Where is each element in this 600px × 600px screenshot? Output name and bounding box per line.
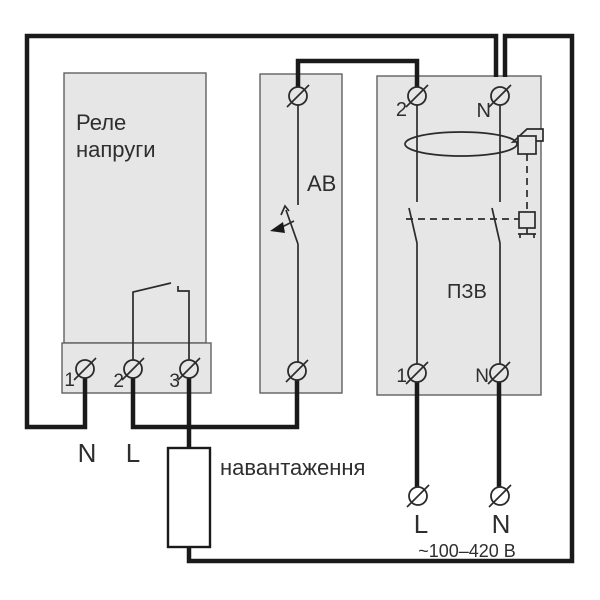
supply-neutral-terminal-icon: [488, 484, 512, 508]
relay-fixed-contact: [177, 286, 190, 361]
jumper-breaker-to-rcd: [295, 58, 420, 87]
rcd-bottom-terminal-1-icon: [405, 361, 429, 385]
breaker-blade: [285, 209, 299, 245]
relay-label-line2: напруги: [76, 137, 156, 162]
voltage-relay-box: [63, 72, 207, 344]
breaker-top-terminal-icon: [286, 84, 310, 108]
rcd-bottom-terminal-1-label: 1: [396, 366, 407, 387]
rcd-toroid-core: [404, 131, 518, 157]
line-wire-breaker-to-relay: [130, 377, 300, 430]
strip-terminal-1-icon: [73, 357, 97, 381]
load-return-wire-loop: [186, 33, 575, 564]
load-box: [166, 446, 212, 549]
strip-terminal-1-label: 1: [64, 370, 75, 391]
rcd-box: [376, 75, 542, 396]
circuit-wires: [24, 33, 575, 564]
neutral-wire-relay-to-rcd: [24, 33, 499, 430]
breaker-box: [259, 73, 343, 394]
breaker-label: АВ: [307, 171, 336, 196]
strip-terminal-2-label: 2: [113, 371, 124, 392]
supply-line-terminal-icon: [406, 484, 430, 508]
rcd-label: ПЗВ: [447, 281, 487, 303]
relay-neutral-wire-label: N: [78, 438, 97, 468]
labels: Реле напруги АВ ПЗВ 2 N 1 N 1 2 3 N L на…: [64, 99, 515, 561]
rcd-top-terminal-2-label: 2: [396, 99, 407, 121]
rcd-bottom-terminal-n-label: N: [475, 366, 489, 387]
rcd-internals: [404, 105, 544, 364]
strip-terminal-3-label: 3: [169, 371, 180, 392]
rcd-bottom-terminal-n-icon: [487, 361, 511, 385]
breaker-bottom-terminal-icon: [285, 359, 309, 383]
relay-contact-blade: [132, 282, 172, 361]
supply-line-label: L: [414, 509, 428, 539]
relay-internal-contact: [132, 282, 190, 361]
rcd-left-blade: [408, 207, 418, 244]
rcd-test-element: [518, 211, 536, 229]
supply-voltage-label: ~100–420 В: [418, 541, 516, 561]
load-label: навантаження: [220, 455, 365, 480]
breaker-trip-arrow-icon: [270, 222, 285, 233]
relay-line-wire-label: L: [126, 438, 140, 468]
strip-terminal-3-icon: [177, 357, 201, 381]
rcd-top-terminal-2-icon: [405, 84, 429, 108]
strip-terminal-2-icon: [121, 357, 145, 381]
rcd-test-actuator: [518, 228, 536, 238]
supply-neutral-label: N: [492, 509, 511, 539]
breaker-internals: [270, 105, 299, 362]
relay-label-line1: Реле: [76, 110, 126, 135]
rcd-trip-relay: [517, 135, 537, 155]
breaker-latch-hook: [280, 204, 290, 216]
rcd-right-blade: [491, 207, 501, 244]
rcd-top-terminal-n-label: N: [477, 100, 491, 122]
rcd-top-terminal-n-icon: [488, 84, 512, 108]
terminals: [73, 84, 512, 508]
